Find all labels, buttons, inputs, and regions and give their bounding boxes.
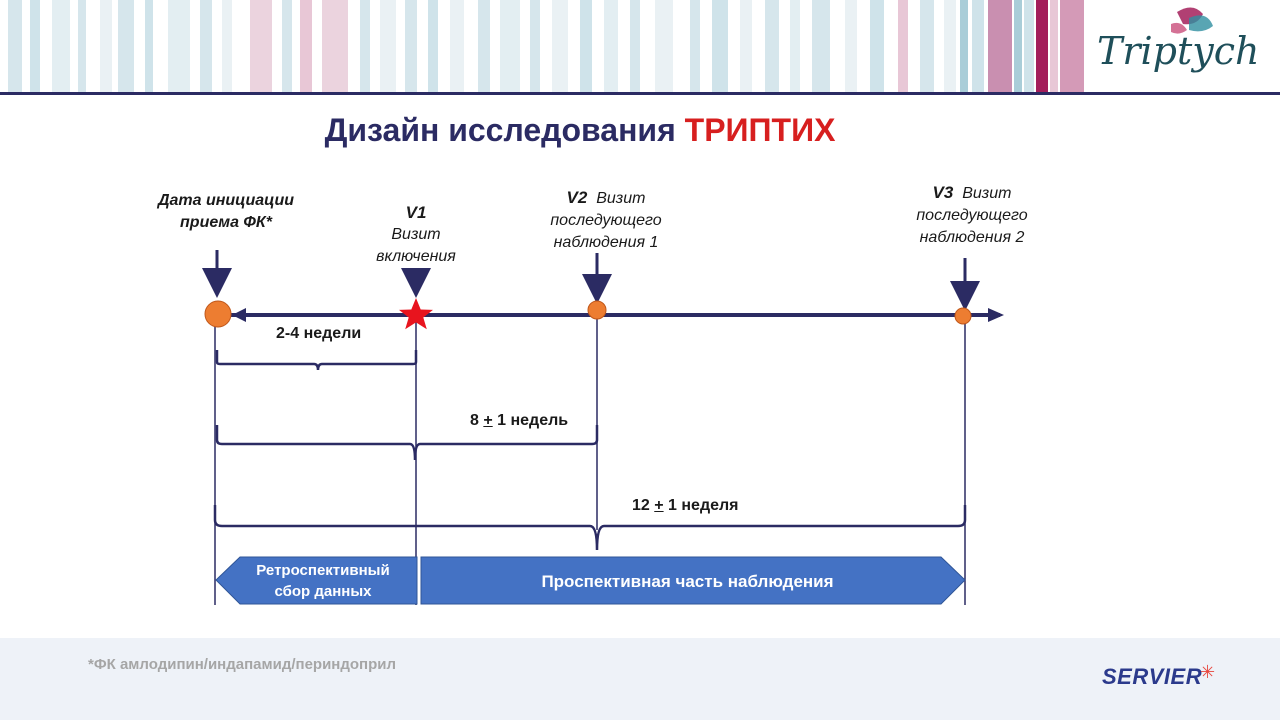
phase-retro (215, 556, 418, 605)
dot-v3 (954, 307, 972, 325)
logo-text: Triptych (1097, 29, 1259, 73)
brace-12-weeks (213, 505, 967, 551)
header-stripes (0, 0, 1090, 92)
brace-2-4-weeks (215, 350, 418, 371)
timeline-arrow-right (988, 308, 1004, 322)
servier-star-icon: ✳ (1200, 662, 1216, 682)
footer-band (0, 638, 1280, 720)
phase-prospective (420, 556, 966, 605)
servier-logo: SERVIER (1102, 664, 1203, 689)
star-v1 (399, 298, 433, 330)
timeline-arrow-left (232, 308, 246, 322)
label-start: Дата инициации приема ФК* (157, 192, 295, 231)
duration-2-4-weeks: 2-4 недели (276, 325, 362, 342)
timeline-diagram (202, 250, 1004, 605)
dot-v2 (587, 300, 607, 320)
footnote: *ФК амлодипин/индапамид/периндоприл (88, 656, 397, 673)
label-v2: V2 Визит последующего наблюдения 1 (550, 188, 662, 251)
header-rule (0, 92, 1280, 95)
duration-8-weeks: 8 + 1 недель (470, 412, 569, 429)
triptych-logo: Triptych (1097, 7, 1259, 73)
duration-12-weeks: 12 + 1 неделя (632, 497, 739, 514)
phase-prospective-label: Проспективная часть наблюдения (541, 572, 834, 591)
label-v1: V1 Визит включения (376, 203, 456, 265)
phase-retro-label: Ретроспективный сбор данных (256, 562, 390, 600)
dot-start (204, 300, 232, 328)
brace-8-weeks (215, 425, 599, 461)
label-v3: V3 Визит последующего наблюдения 2 (916, 183, 1028, 246)
title-accent: ТРИПТИХ (684, 112, 836, 148)
page-title: Дизайн исследования ТРИПТИХ (324, 112, 836, 148)
